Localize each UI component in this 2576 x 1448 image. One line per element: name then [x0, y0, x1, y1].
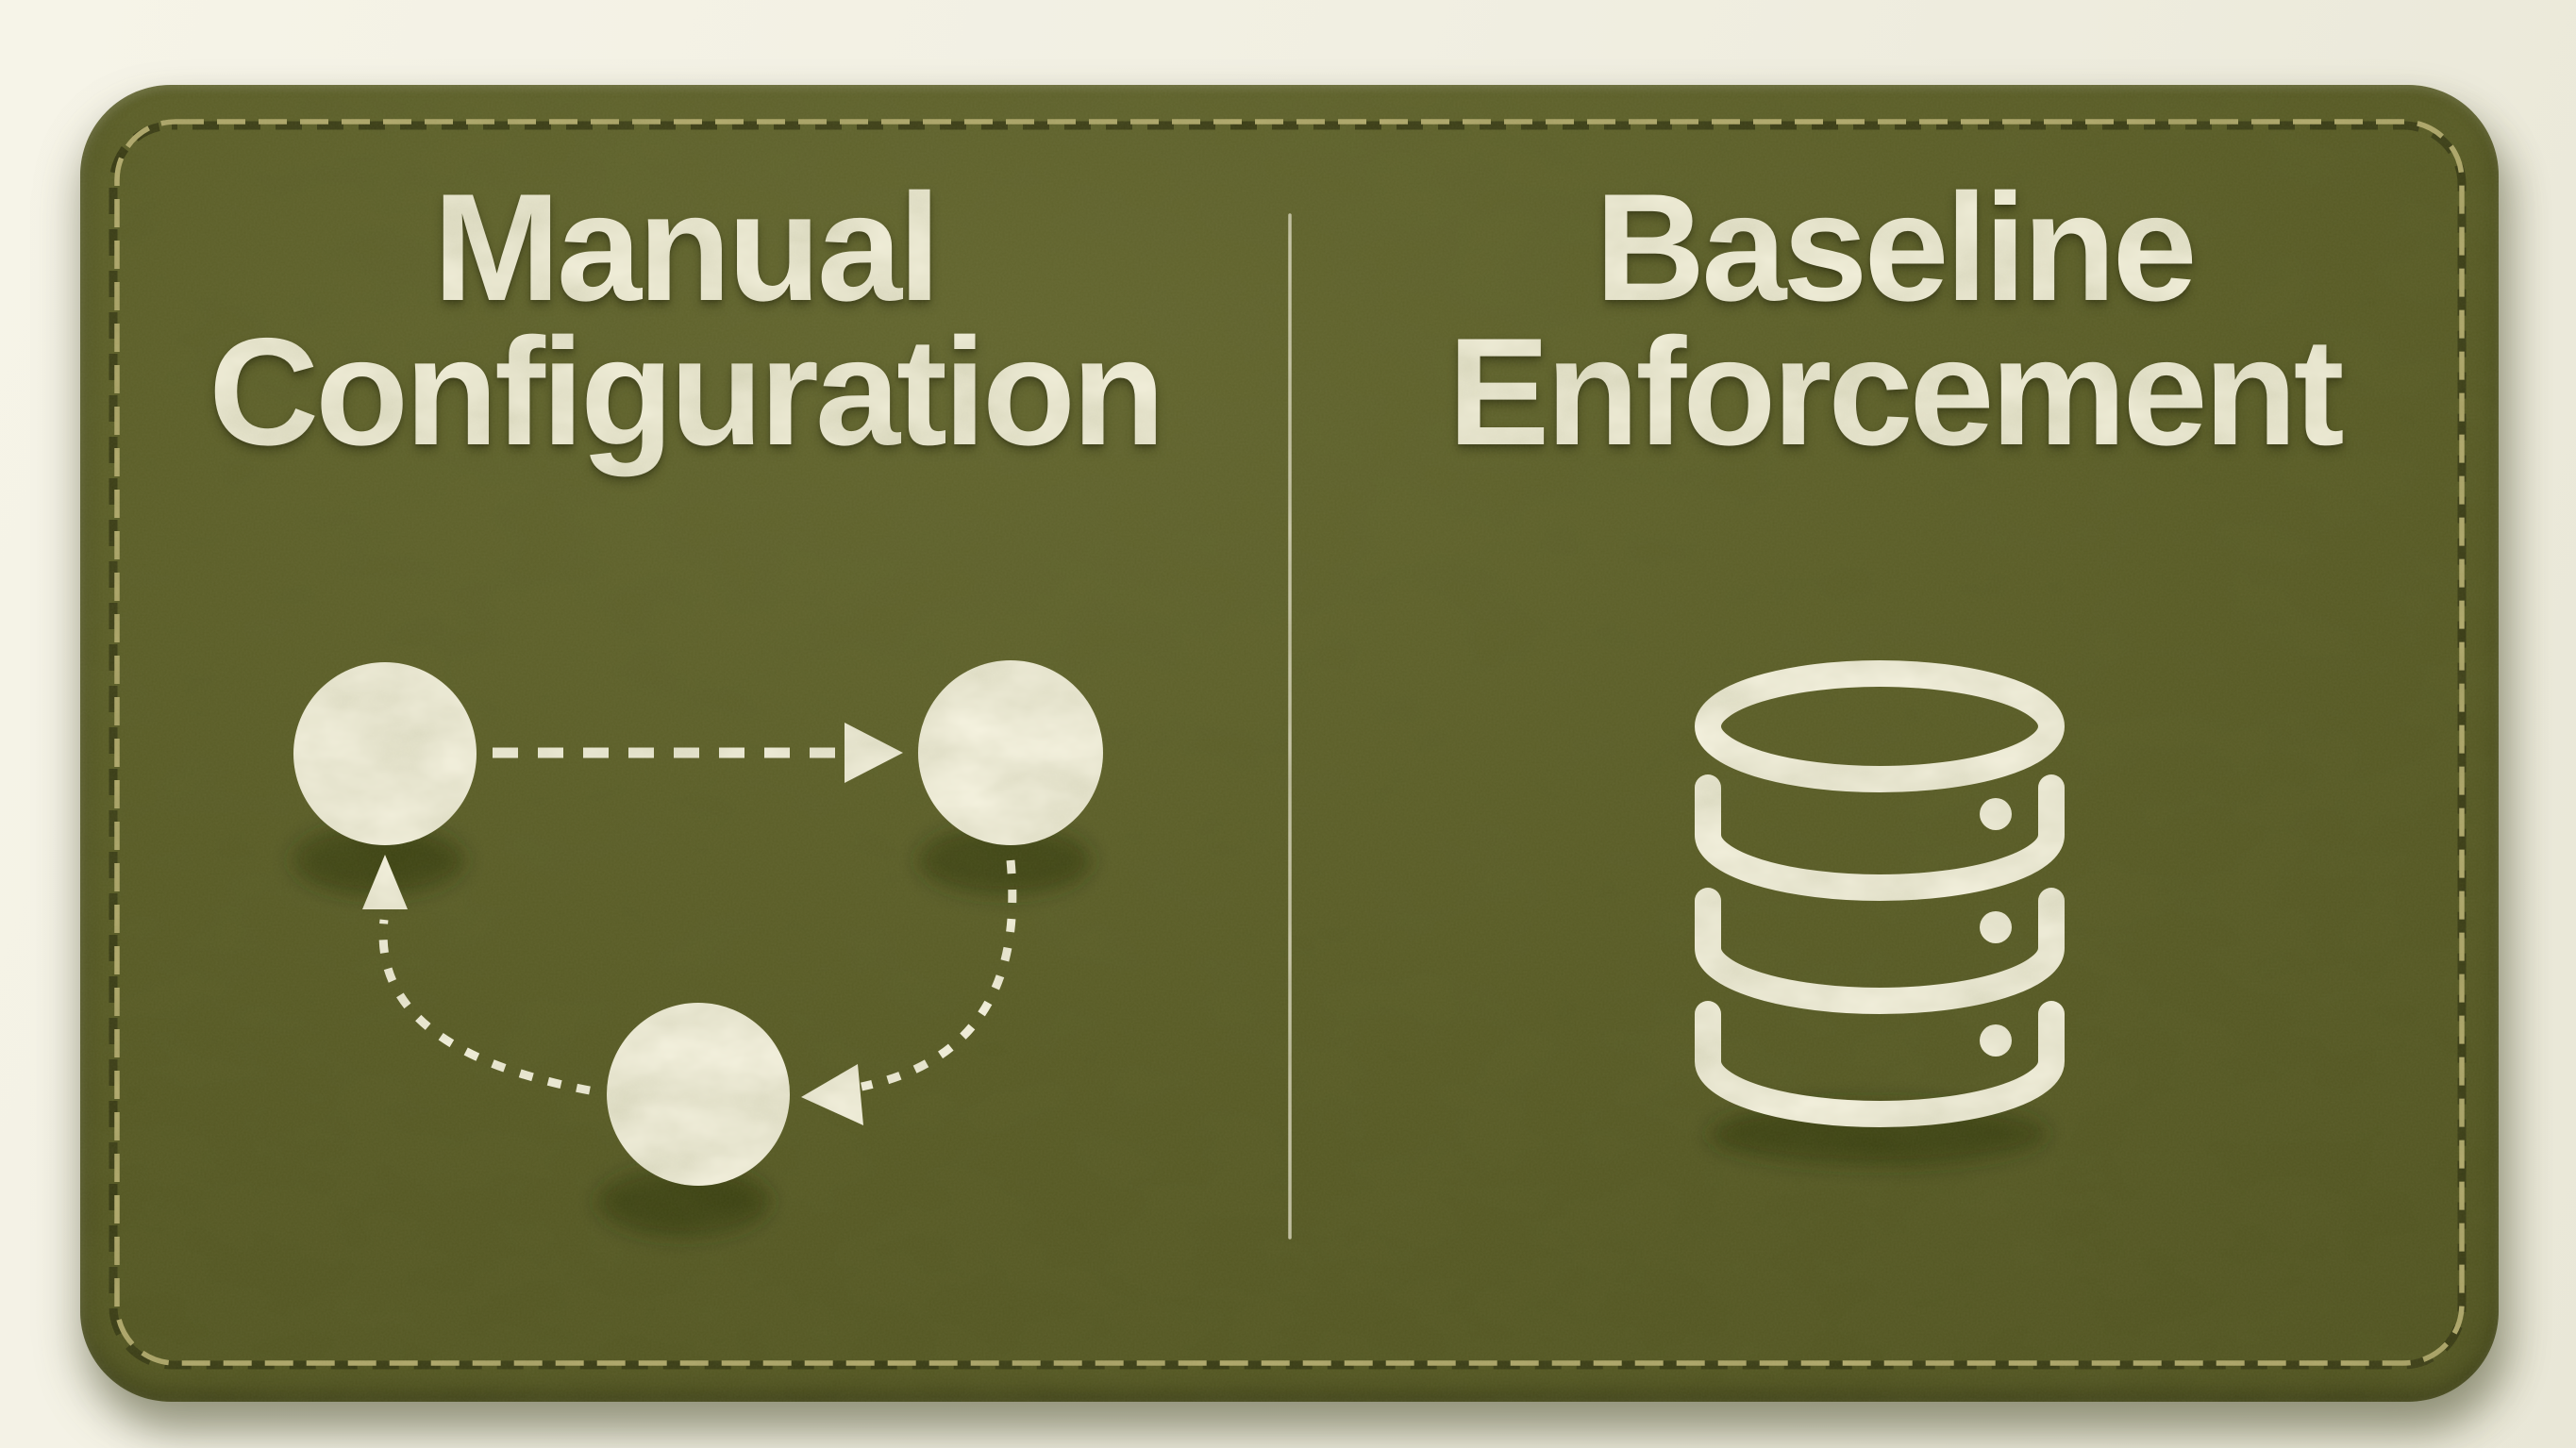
cycle-node-3: [607, 1003, 790, 1186]
manual-configuration-title: Manual Configuration: [80, 162, 1290, 477]
cycle-node-1: [293, 662, 477, 845]
title-line: Manual: [432, 162, 941, 333]
three-node-cycle-icon: [292, 660, 2048, 1238]
title-line: Configuration: [209, 307, 1165, 477]
leather-card: Manual Configuration Baseline Enforcemen…: [80, 85, 2499, 1402]
database-icon: [1695, 660, 2065, 1127]
dashed-arrow-b-to-c: [801, 859, 1017, 1125]
baseline-enforcement-title: Baseline Enforcement: [1290, 162, 2499, 477]
dashed-arrow-a-to-b: [493, 723, 903, 783]
cycle-node-2: [918, 660, 1103, 845]
title-line: Enforcement: [1447, 307, 2344, 477]
dashed-arrow-c-to-a: [362, 855, 591, 1095]
title-line: Baseline: [1595, 162, 2197, 333]
